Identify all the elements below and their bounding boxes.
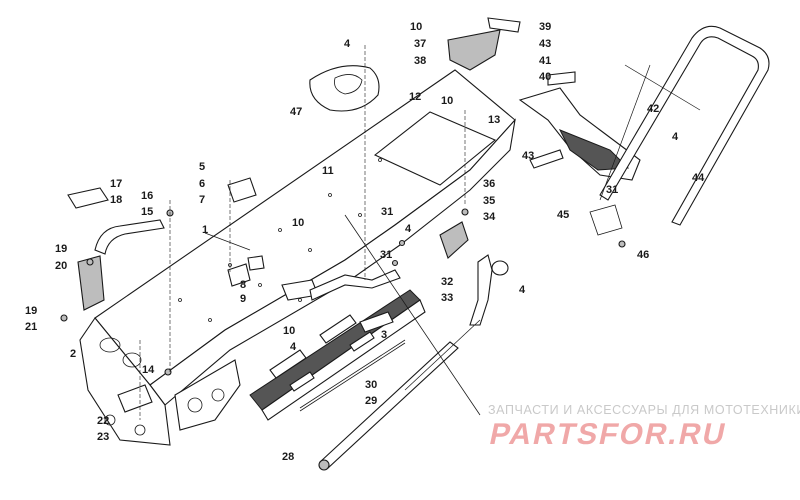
callout-5: 5: [199, 161, 205, 173]
callout-46: 46: [637, 249, 649, 261]
callout-8: 8: [240, 279, 246, 291]
callout-35: 35: [483, 195, 495, 207]
callout-44: 44: [692, 172, 705, 184]
callout-7: 7: [199, 194, 205, 206]
shaft-part: [299, 339, 459, 471]
callout-4d: 4: [519, 284, 526, 296]
callout-3: 3: [381, 329, 387, 341]
callout-22: 22: [97, 415, 109, 427]
callout-47: 47: [290, 106, 302, 118]
callout-labels: 1 2 3 4 4 4 4 4 5 6 7 8 9 10 10 10 10 11…: [25, 21, 705, 463]
callout-28: 28: [282, 451, 294, 463]
callout-19b: 19: [25, 305, 37, 317]
callout-4e: 4: [672, 131, 679, 143]
callout-13: 13: [488, 114, 500, 126]
pad-part-b: [247, 255, 265, 271]
bumper-part: [599, 25, 770, 226]
callout-14: 14: [142, 364, 155, 376]
callout-15: 15: [141, 206, 153, 218]
callout-10b: 10: [441, 95, 453, 107]
callout-34: 34: [483, 211, 496, 223]
plate-part: [227, 177, 257, 203]
callout-32: 32: [441, 276, 453, 288]
callout-9: 9: [240, 293, 246, 305]
bracket-part: [447, 17, 521, 71]
callout-39: 39: [539, 21, 551, 33]
callout-40: 40: [539, 71, 551, 83]
callout-31c: 31: [606, 184, 618, 196]
callout-45: 45: [557, 209, 569, 221]
callout-10a: 10: [410, 21, 422, 33]
watermark-logo: PARTSFOR.RU: [486, 418, 731, 451]
callout-41: 41: [539, 55, 551, 67]
callout-31a: 31: [381, 206, 393, 218]
crossing-rod: [344, 214, 481, 416]
callout-1: 1: [202, 224, 208, 236]
callout-16: 16: [141, 190, 153, 202]
seat-pad-part: [309, 65, 380, 112]
callout-2: 2: [70, 348, 76, 360]
callout-20: 20: [55, 260, 67, 272]
pad-part-a: [227, 263, 251, 287]
snowflap-part: [518, 71, 641, 181]
callout-23: 23: [97, 431, 109, 443]
foot-pad-part: [117, 384, 153, 413]
tunnel-part: [79, 69, 516, 446]
callout-10c: 10: [292, 217, 304, 229]
callout-37: 37: [414, 38, 426, 50]
callout-33: 33: [441, 292, 453, 304]
callout-4: 4: [344, 38, 351, 50]
fasteners: [60, 204, 626, 376]
callout-17: 17: [110, 178, 122, 190]
callout-4c: 4: [290, 341, 297, 353]
callout-29: 29: [365, 395, 377, 407]
callout-38: 38: [414, 55, 426, 67]
mud-flap-part: [77, 255, 105, 311]
callout-18: 18: [110, 194, 122, 206]
rail-clip-part: [359, 311, 394, 333]
watermark-subtitle: ЗАПЧАСТИ И АКСЕССУАРЫ ДЛЯ МОТОТЕХНИКИ: [488, 403, 800, 417]
callout-43a: 43: [539, 38, 551, 50]
callout-43b: 43: [522, 150, 534, 162]
brace-part: [281, 269, 401, 301]
callout-30: 30: [365, 379, 377, 391]
callout-12: 12: [409, 91, 421, 103]
callout-6: 6: [199, 178, 205, 190]
callout-11: 11: [322, 165, 334, 177]
callout-4b: 4: [405, 223, 412, 235]
callout-10d: 10: [283, 325, 295, 337]
support-arm-part: [469, 254, 509, 326]
callout-21: 21: [25, 321, 37, 333]
leaders: [139, 45, 701, 420]
callout-42: 42: [647, 103, 659, 115]
side-bracket-part: [439, 221, 469, 259]
step-bar-part: [94, 219, 165, 255]
front-cap-part: [67, 187, 109, 209]
callout-31b: 31: [380, 249, 392, 261]
callout-19a: 19: [55, 243, 67, 255]
callout-36: 36: [483, 178, 495, 190]
